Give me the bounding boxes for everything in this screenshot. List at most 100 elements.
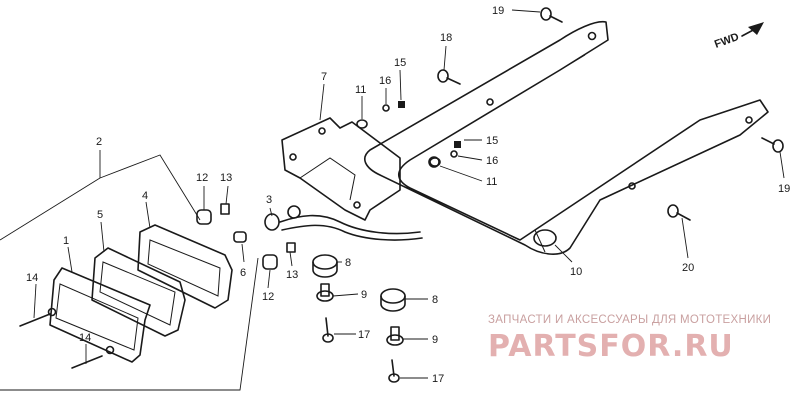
bracket-fold	[299, 157, 356, 201]
callout-part-6: 6	[240, 267, 246, 279]
flange-collar	[386, 334, 404, 346]
collar	[262, 254, 278, 270]
bolt-shaft	[446, 77, 461, 85]
rubber-cushion	[380, 288, 406, 304]
callout-part-5: 5	[97, 209, 103, 221]
forward-arrow: FWD	[713, 22, 764, 51]
assembly-line	[0, 177, 101, 241]
leader-line	[457, 155, 483, 161]
bracket-hole	[353, 201, 361, 209]
callout-part-17: 17	[432, 373, 444, 385]
callout-part-9: 9	[432, 334, 438, 346]
leader-line	[33, 283, 37, 319]
reflector-housing-inner	[147, 239, 221, 297]
bolt-head	[388, 373, 400, 383]
hardware	[19, 7, 784, 383]
callout-part-4: 4	[142, 190, 148, 202]
wire-harness	[281, 224, 423, 241]
spring-washer	[450, 150, 458, 158]
watermark-tagline: ЗАПЧАСТИ И АКСЕССУАРЫ ДЛЯ МОТОТЕХНИКИ	[488, 314, 771, 326]
frame-hole	[428, 156, 440, 168]
flange-collar-body	[320, 283, 330, 297]
callout-part-13: 13	[220, 172, 232, 184]
rubber-cushion	[312, 254, 338, 270]
frame-body	[364, 20, 769, 255]
spring-washer	[382, 104, 390, 112]
callout-part-15: 15	[394, 57, 406, 69]
forward-arrow-shaft	[741, 27, 758, 37]
leader-line	[225, 185, 229, 205]
leader-line	[399, 69, 402, 101]
washer	[429, 157, 441, 167]
bolt-head	[667, 204, 679, 218]
rubber-cushion-side	[312, 261, 338, 278]
washer	[356, 119, 368, 129]
callout-part-11: 11	[355, 84, 366, 96]
callout-part-11: 11	[486, 176, 497, 188]
bolt-head	[772, 139, 784, 153]
grommet	[233, 231, 247, 243]
leader-line	[100, 221, 105, 253]
bolt-shaft	[549, 15, 563, 23]
screw-shaft	[71, 355, 103, 369]
rear-frame-bracket	[364, 20, 769, 255]
screw-shaft	[19, 313, 51, 327]
callout-part-14: 14	[26, 272, 38, 284]
reflector-housing	[137, 224, 233, 309]
callout-part-2: 2	[96, 136, 102, 148]
frame-hole	[486, 98, 494, 106]
leader-line	[332, 293, 359, 297]
frame-hole	[628, 182, 636, 190]
bracket-body	[281, 117, 401, 221]
leader-line	[269, 207, 273, 217]
callout-part-3: 3	[266, 194, 272, 206]
watermark: ЗАПЧАСТИ И АКСЕССУАРЫ ДЛЯ МОТОТЕХНИКИ PA…	[488, 314, 771, 364]
callout-part-17: 17	[358, 329, 370, 341]
callout-part-12: 12	[196, 172, 208, 184]
leader-line	[289, 251, 293, 267]
rubber-cushion-side	[380, 295, 406, 312]
assembly-line	[0, 257, 259, 391]
callout-part-19: 19	[778, 183, 790, 195]
small-nut	[286, 242, 296, 253]
bracket-hole	[289, 153, 297, 161]
leader-line	[241, 243, 245, 263]
mounting-bracket	[281, 117, 401, 221]
callout-part-8: 8	[432, 294, 438, 306]
assembly-outline	[0, 154, 259, 391]
callout-part-18: 18	[440, 32, 452, 44]
callout-part-10: 10	[570, 266, 582, 278]
leader-lines	[33, 9, 785, 379]
leader-line	[443, 45, 447, 71]
collar	[196, 209, 212, 225]
callout-part-1: 1	[63, 235, 69, 247]
bolt-shaft	[761, 137, 775, 145]
leader-line	[439, 165, 483, 182]
bolt-head	[322, 333, 334, 343]
callout-part-15: 15	[486, 135, 498, 147]
callout-part-19: 19	[492, 5, 504, 17]
callout-part-14: 14	[79, 332, 91, 344]
bolt-head	[540, 7, 552, 21]
bolt-head	[437, 69, 449, 83]
leader-line	[145, 201, 151, 229]
callout-part-12: 12	[262, 291, 274, 303]
nut	[454, 141, 461, 148]
callout-part-9: 9	[361, 289, 367, 301]
socket-body	[287, 205, 301, 219]
watermark-brand: PARTSFOR.RU	[488, 329, 734, 364]
reflector-lens	[49, 267, 151, 363]
screw-washer	[47, 307, 57, 317]
lamp-wiring-socket	[264, 205, 423, 241]
callout-part-20: 20	[682, 262, 694, 274]
bracket-hole	[318, 127, 326, 135]
leader-line	[554, 244, 573, 263]
nut	[398, 101, 405, 108]
reflector-assembly	[49, 224, 233, 363]
frame-end-boss	[533, 229, 557, 247]
callout-part-16: 16	[486, 155, 498, 167]
frame-edge-lower	[599, 134, 741, 201]
frame-hole	[745, 116, 753, 124]
leader-line	[511, 9, 541, 13]
